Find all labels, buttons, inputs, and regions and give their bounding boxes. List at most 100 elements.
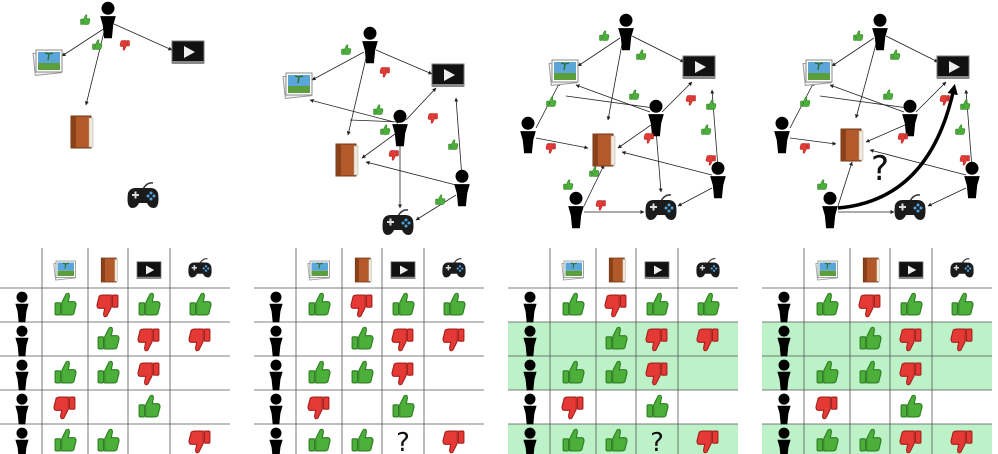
person-icon	[15, 291, 29, 323]
thumbs-up-icon	[97, 360, 120, 384]
thumbs-up-icon	[308, 292, 331, 316]
thumbs-up-icon	[900, 292, 923, 316]
photo-icon	[32, 49, 63, 76]
thumbs-down-icon	[427, 113, 438, 124]
person-icon	[523, 393, 537, 425]
thumbs-up-icon	[80, 14, 91, 25]
edge-arrow	[577, 37, 621, 67]
thumbs-up-icon	[308, 428, 331, 452]
thumbs-down-icon	[307, 396, 330, 420]
edge-arrow	[927, 187, 967, 207]
edge-arrow	[964, 89, 973, 169]
thumbs-up-icon	[351, 428, 374, 452]
person-icon	[523, 325, 537, 357]
thumbs-up-icon	[54, 360, 77, 384]
panel-2-graph	[282, 26, 470, 235]
edge-arrow	[583, 164, 605, 207]
edge-arrow	[631, 35, 685, 63]
thumbs-down-icon	[545, 143, 556, 154]
thumbs-up-icon	[562, 360, 585, 384]
photo-icon	[561, 260, 584, 281]
thumbs-up-icon	[97, 428, 120, 452]
video-icon	[644, 261, 670, 279]
person-icon	[523, 427, 537, 454]
edge-arrow	[885, 35, 939, 63]
thumbs-up-icon	[859, 326, 882, 350]
photo-icon	[307, 260, 330, 281]
thumbs-down-icon	[939, 95, 950, 106]
thumbs-down-icon	[391, 328, 414, 352]
thumbs-up-icon	[562, 428, 585, 452]
edge-arrow	[361, 133, 396, 159]
edge-arrow	[617, 124, 652, 149]
thumbs-down-icon	[561, 396, 584, 420]
photo-icon	[548, 59, 579, 86]
person-icon	[15, 325, 29, 357]
thumbs-up-icon	[589, 166, 600, 177]
thumbs-down-icon	[696, 328, 719, 352]
edge-arrow	[346, 57, 367, 136]
unknown-mark: ?	[396, 428, 410, 454]
edge-arrow	[575, 84, 651, 113]
person-icon	[648, 99, 664, 137]
person-icon	[872, 13, 888, 51]
person-icon	[777, 291, 791, 323]
panel-1-graph	[32, 1, 205, 208]
thumbs-up-icon	[960, 99, 971, 110]
edge-arrow	[365, 160, 457, 186]
person-icon	[15, 427, 29, 454]
person-icon	[269, 427, 283, 454]
edge-arrow	[819, 95, 909, 110]
edge-arrow	[837, 161, 853, 207]
panel-4-graph: ?	[774, 13, 980, 229]
thumbs-up-icon	[890, 49, 901, 60]
thumbs-down-icon	[705, 155, 716, 166]
gamepad-icon	[382, 209, 414, 235]
thumbs-up-icon	[697, 292, 720, 316]
thumbs-up-icon	[605, 360, 628, 384]
person-icon	[710, 161, 726, 199]
gamepad-icon	[127, 182, 159, 208]
thumbs-down-icon	[96, 294, 119, 318]
thumbs-up-icon	[138, 394, 161, 418]
thumbs-up-icon	[800, 96, 811, 107]
book-icon	[840, 128, 864, 162]
thumbs-down-icon	[643, 133, 654, 144]
thumbs-up-icon	[646, 292, 669, 316]
book-icon	[608, 257, 626, 283]
thumbs-up-icon	[706, 99, 717, 110]
gamepad-icon	[950, 258, 974, 278]
thumbs-down-icon	[137, 328, 160, 352]
thumbs-up-icon	[817, 179, 828, 190]
person-icon	[777, 427, 791, 454]
person-icon	[269, 359, 283, 391]
photo-icon	[282, 72, 313, 99]
thumbs-down-icon	[897, 133, 908, 144]
recommendation-arrow	[837, 83, 958, 210]
edge-arrow	[789, 137, 837, 146]
edge-arrow	[661, 81, 693, 113]
thumbs-up-icon	[562, 292, 585, 316]
edge-arrow	[831, 37, 875, 67]
person-icon	[902, 99, 918, 137]
book-icon	[100, 257, 118, 283]
thumbs-down-icon	[950, 328, 973, 352]
thumbs-up-icon	[816, 292, 839, 316]
thumbs-up-icon	[900, 394, 923, 418]
gamepad-icon	[894, 194, 926, 220]
video-icon	[171, 40, 205, 64]
thumbs-up-icon	[448, 139, 459, 150]
thumbs-up-icon	[392, 292, 415, 316]
thumbs-down-icon	[119, 40, 130, 51]
thumbs-down-icon	[388, 150, 399, 161]
thumbs-down-icon	[858, 294, 881, 318]
thumbs-up-icon	[380, 124, 391, 135]
edge-arrow	[454, 97, 463, 179]
thumbs-down-icon	[899, 430, 922, 454]
edge-arrow	[677, 187, 713, 207]
video-icon	[936, 55, 970, 79]
photo-icon	[53, 260, 76, 281]
edge-arrow	[710, 89, 719, 169]
thumbs-down-icon	[137, 362, 160, 386]
